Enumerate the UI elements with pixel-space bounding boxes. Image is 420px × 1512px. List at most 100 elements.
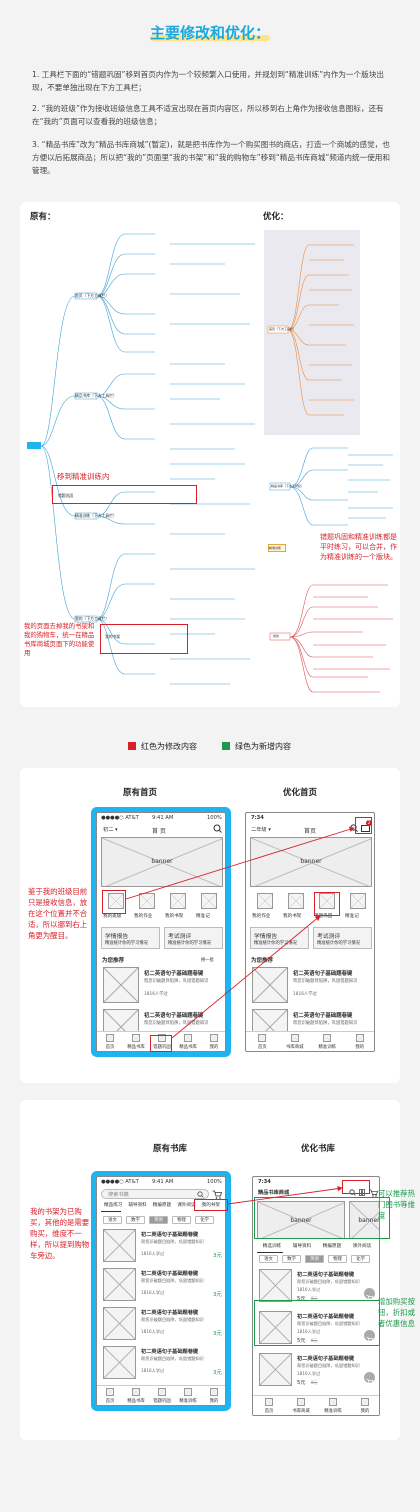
- book-title[interactable]: 初二英语句子基础题巷键: [297, 1356, 355, 1362]
- recommend-more[interactable]: 换一批: [201, 958, 214, 963]
- tab-item[interactable]: 首页: [257, 1045, 267, 1050]
- category-tab[interactable]: 辅导资料: [292, 1244, 312, 1249]
- tab-item[interactable]: 精准训练: [324, 1409, 342, 1414]
- entry-label[interactable]: 我的作业: [252, 914, 271, 919]
- category-tab[interactable]: 精编原题: [322, 1244, 342, 1249]
- tab-item[interactable]: 精品书库: [179, 1045, 197, 1050]
- book-cover[interactable]: [103, 967, 139, 1003]
- book-title[interactable]: 初二英语句子基础题巷键: [144, 971, 204, 977]
- entry-icon[interactable]: [288, 893, 304, 909]
- tab-icon[interactable]: [258, 1034, 267, 1042]
- tab-icon[interactable]: [106, 1388, 114, 1396]
- book-cover[interactable]: [103, 1229, 136, 1262]
- subject-label[interactable]: 语文: [108, 1218, 117, 1223]
- opt-grade-select[interactable]: 二年级 ▾: [251, 827, 271, 833]
- book-cover[interactable]: [259, 1353, 292, 1386]
- entry-icon[interactable]: [350, 893, 366, 909]
- subject-label[interactable]: 英语: [154, 1218, 163, 1223]
- tab-icon[interactable]: [361, 1398, 369, 1406]
- book-title[interactable]: 初二英语句子基础题巷键: [297, 1272, 355, 1278]
- tab-icon[interactable]: [355, 1034, 364, 1042]
- book-title[interactable]: 初二英语句子基础题巷键: [297, 1314, 355, 1320]
- tab-item[interactable]: 精准训练: [179, 1399, 197, 1404]
- entry-label[interactable]: 我的班级: [103, 914, 122, 919]
- entry-icon[interactable]: [257, 893, 273, 909]
- book-title[interactable]: 初二英语句子基础题巷键: [141, 1271, 199, 1277]
- tab-item[interactable]: 我的: [355, 1045, 365, 1050]
- book-cover[interactable]: [103, 1346, 136, 1379]
- search-icon[interactable]: [213, 824, 222, 833]
- subject-label[interactable]: 英语: [310, 1257, 319, 1262]
- book-cover[interactable]: [259, 1311, 292, 1344]
- tab-icon[interactable]: [132, 1034, 140, 1042]
- tab-item[interactable]: 精品书库: [127, 1399, 145, 1404]
- subject-label[interactable]: 物理: [177, 1218, 186, 1223]
- message-icon[interactable]: [361, 824, 370, 833]
- subject-label[interactable]: 化学: [200, 1218, 209, 1223]
- cart-icon[interactable]: [212, 1190, 222, 1199]
- book-title[interactable]: 初二英语句子基础题巷键: [144, 1013, 204, 1019]
- tab-item[interactable]: 错题巩固: [153, 1045, 171, 1050]
- book-title[interactable]: 初二英语句子基础题巷键: [293, 971, 353, 977]
- entry-icon[interactable]: [139, 893, 155, 909]
- tab-item[interactable]: 书库商城: [292, 1409, 310, 1414]
- book-search-input[interactable]: 搜索书籍: [101, 1189, 209, 1199]
- tab-icon[interactable]: [184, 1388, 192, 1396]
- subject-chip[interactable]: [351, 1255, 370, 1263]
- subject-label[interactable]: 数学: [131, 1218, 140, 1223]
- exam-card[interactable]: 考试测评 精准统计你的学习情况: [164, 927, 223, 949]
- book-cover[interactable]: [259, 1269, 292, 1302]
- subject-label[interactable]: 化学: [356, 1257, 365, 1262]
- tab-icon[interactable]: [132, 1388, 140, 1396]
- exam-card[interactable]: 考试测评 精准统计你的学习情况: [313, 927, 372, 949]
- category-tab[interactable]: 我的书架: [201, 1203, 220, 1208]
- subject-chip[interactable]: [195, 1216, 214, 1224]
- report-card[interactable]: 学情报告 精准统计你的学习情况: [101, 927, 160, 949]
- bookshelf-icon[interactable]: [359, 1189, 366, 1196]
- subject-chip[interactable]: [328, 1255, 347, 1263]
- tab-icon[interactable]: [184, 1034, 192, 1042]
- add-to-cart-button[interactable]: [364, 1372, 375, 1384]
- category-tab[interactable]: 课外阅读: [177, 1203, 196, 1208]
- subject-chip[interactable]: [149, 1216, 168, 1224]
- entry-icon[interactable]: [170, 893, 186, 909]
- entry-icon[interactable]: [108, 893, 124, 909]
- tab-item[interactable]: 书库商城: [285, 1045, 304, 1050]
- add-to-cart-button[interactable]: [364, 1288, 375, 1300]
- subject-chip[interactable]: [126, 1216, 145, 1224]
- opt-home-banner[interactable]: banner: [250, 837, 372, 887]
- book-title[interactable]: 初二英语句子基础题巷键: [141, 1232, 199, 1238]
- entry-label[interactable]: 精准记: [196, 914, 210, 919]
- entry-label[interactable]: 我的书架: [283, 914, 302, 919]
- tab-item[interactable]: 首页: [264, 1409, 274, 1414]
- home-banner[interactable]: banner: [101, 837, 223, 887]
- book-title[interactable]: 初二英语句子基础题巷键: [141, 1349, 199, 1355]
- tab-item[interactable]: 我的: [360, 1409, 370, 1414]
- book-cover[interactable]: [103, 1307, 136, 1340]
- entry-label[interactable]: 精准记: [345, 914, 359, 919]
- tab-item[interactable]: 我的: [209, 1399, 219, 1404]
- book-title[interactable]: 初二英语句子基础题巷键: [141, 1310, 199, 1316]
- tab-icon[interactable]: [210, 1388, 218, 1396]
- cart-icon[interactable]: [369, 1189, 378, 1197]
- tab-item[interactable]: 精准训练: [318, 1045, 337, 1050]
- subject-chip[interactable]: [282, 1255, 301, 1263]
- entry-label[interactable]: 我的作业: [134, 914, 153, 919]
- tab-icon[interactable]: [210, 1034, 218, 1042]
- subject-chip[interactable]: [172, 1216, 191, 1224]
- category-tab[interactable]: 精选训练: [262, 1244, 282, 1249]
- tab-icon[interactable]: [106, 1034, 114, 1042]
- add-to-cart-button[interactable]: [364, 1330, 375, 1342]
- category-tab[interactable]: 精编原题: [152, 1203, 172, 1208]
- tab-item[interactable]: 首页: [105, 1045, 115, 1050]
- category-tab[interactable]: 辅导资料: [128, 1203, 147, 1208]
- tab-item[interactable]: 我的: [209, 1045, 219, 1050]
- entry-label[interactable]: 错题巩固: [314, 914, 333, 919]
- entry-label[interactable]: 我的书架: [165, 914, 184, 919]
- tab-item[interactable]: 首页: [105, 1399, 115, 1404]
- report-card[interactable]: 学情报告 精准统计你的学习情况: [250, 927, 309, 949]
- book-cover[interactable]: [252, 967, 288, 1003]
- tab-icon[interactable]: [297, 1398, 305, 1406]
- tab-icon[interactable]: [329, 1398, 337, 1406]
- book-cover[interactable]: [103, 1268, 136, 1301]
